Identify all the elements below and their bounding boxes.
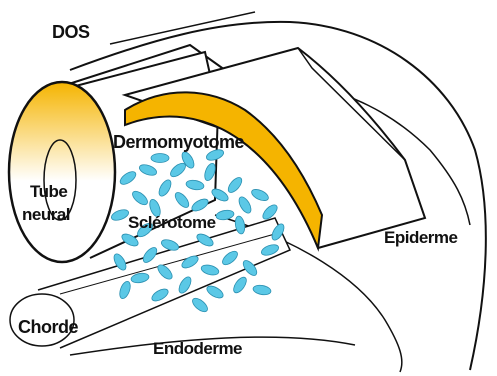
label-epiderme: Epiderme xyxy=(384,228,458,247)
sclerotome-cell xyxy=(252,284,271,296)
sclerotome-cell xyxy=(250,187,270,203)
label-dos: DOS xyxy=(52,22,90,42)
sclerotome-cell xyxy=(260,202,279,221)
label-tube-line1: Tube xyxy=(30,182,67,201)
sclerotome-cell xyxy=(215,209,234,221)
sclerotome-cell xyxy=(231,275,249,295)
neural-tube-face xyxy=(9,82,115,262)
label-endoderme: Endoderme xyxy=(153,339,242,358)
sclerotome-cell xyxy=(205,284,225,301)
sclerotome-cell xyxy=(190,296,210,314)
label-sclerotome: Sclérotome xyxy=(128,213,216,232)
label-tube-line2: neural xyxy=(22,205,70,224)
sclerotome-cell xyxy=(151,154,169,163)
sclerotome-cell xyxy=(237,195,254,215)
label-chorde: Chorde xyxy=(18,317,78,337)
label-dermomyotome: Dermomyotome xyxy=(113,132,245,152)
dos-pointer-line xyxy=(110,12,255,44)
sclerotome-cell xyxy=(226,175,244,195)
